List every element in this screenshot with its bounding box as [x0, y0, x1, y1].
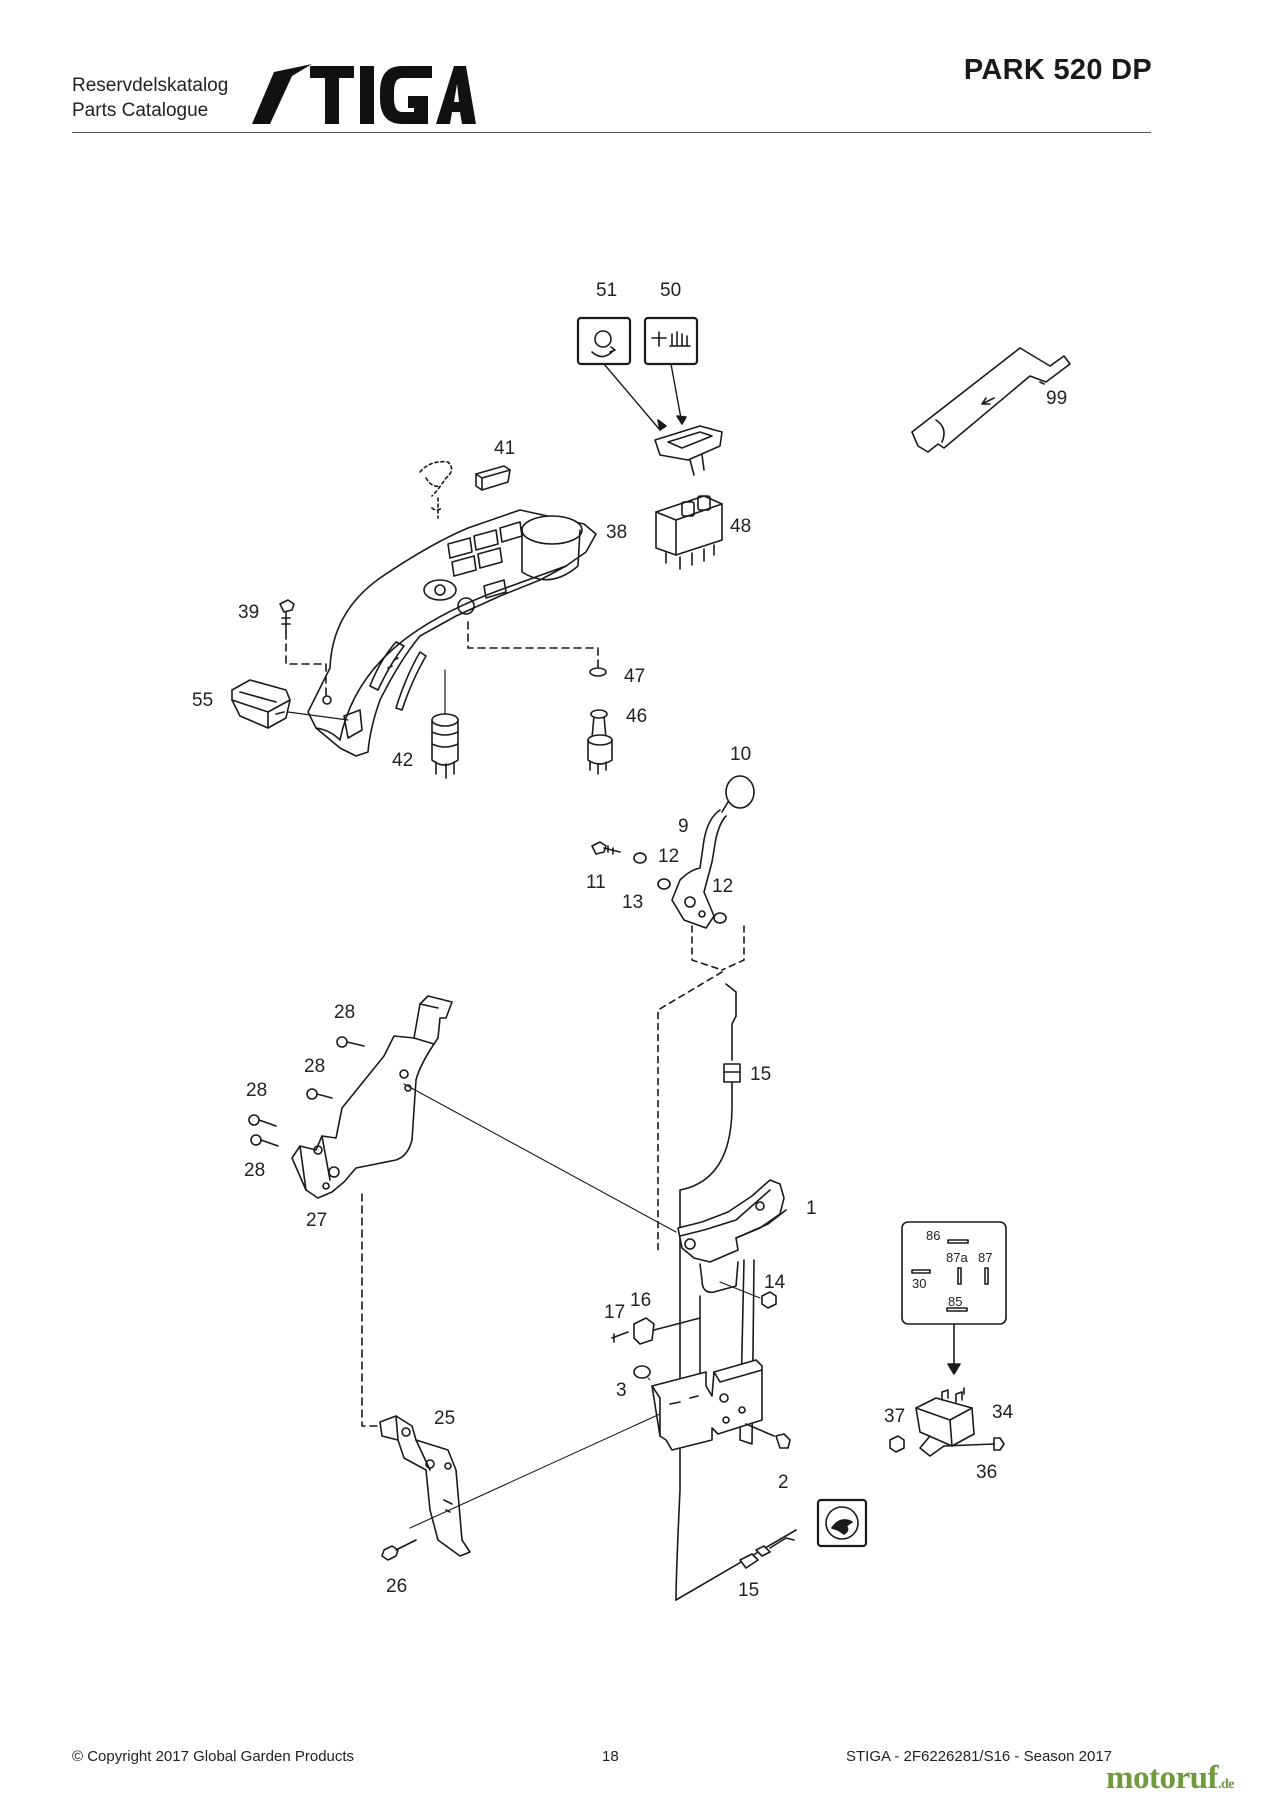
washer-13: [633, 852, 647, 864]
callout-28a: 28: [334, 1002, 355, 1023]
callout-12a: 12: [658, 846, 679, 867]
relay-terminal-30: 30: [912, 1276, 926, 1291]
footer-copyright: © Copyright 2017 Global Garden Products: [72, 1748, 355, 1765]
switch-46: [587, 709, 613, 775]
stiga-logo: [252, 64, 476, 124]
decal-50: [643, 316, 699, 366]
callout-41: 41: [494, 438, 515, 459]
callout-37: 37: [884, 1406, 905, 1427]
footer-page-number: 18: [602, 1748, 619, 1765]
callout-28c: 28: [246, 1080, 267, 1101]
cable-15-upper: [675, 1015, 741, 1601]
callout-26: 26: [386, 1576, 407, 1597]
nut-14: [719, 1281, 777, 1309]
screw-28-b: [306, 1088, 333, 1100]
clip-16: [633, 1317, 701, 1345]
screw-28-d: [250, 1134, 279, 1147]
callout-1: 1: [806, 1198, 817, 1219]
main-bracket-1: [651, 1179, 787, 1451]
callout-27: 27: [306, 1210, 327, 1231]
footer-document-reference: STIGA - 2F6226281/S16 - Season 2017: [846, 1748, 1113, 1765]
lever-9: [671, 809, 727, 929]
bracket-27: [291, 995, 453, 1199]
callout-28d: 28: [244, 1160, 265, 1181]
callout-99: 99: [1046, 388, 1067, 409]
callout-9: 9: [678, 816, 689, 837]
callout-50: 50: [660, 280, 681, 301]
callout-55: 55: [192, 690, 213, 711]
callout-34: 34: [992, 1402, 1014, 1423]
relay-terminal-diagram: [901, 1221, 1007, 1375]
bolt-2: [745, 1423, 791, 1449]
screw-39: [279, 599, 295, 633]
watermark-logo: motoruf.de: [1106, 1760, 1234, 1797]
callout-11: 11: [586, 872, 606, 893]
screw-28-a: [336, 1036, 365, 1048]
callout-17: 17: [604, 1302, 625, 1323]
nut-37: [889, 1435, 905, 1453]
screw-17: [611, 1331, 629, 1343]
dashboard-panel-38: [307, 509, 597, 757]
callout-51: 51: [596, 280, 617, 301]
bracket-25: [379, 1413, 661, 1557]
screw-36: [943, 1437, 1005, 1451]
relay-terminal-85: 85: [948, 1294, 962, 1309]
catalog-label-swedish: Reservdelskatalog: [72, 75, 229, 96]
rocker-switch-48: [654, 425, 723, 570]
switch-55: [231, 679, 349, 729]
callout-15-lower: 15: [738, 1580, 759, 1601]
relay-terminal-87a: 87a: [946, 1250, 968, 1265]
callout-16: 16: [630, 1290, 651, 1311]
callout-48: 48: [730, 516, 751, 537]
callout-39: 39: [238, 602, 259, 623]
panel-insert-41: [475, 465, 511, 491]
callout-25: 25: [434, 1408, 455, 1429]
relay-34: [915, 1387, 975, 1457]
callout-38: 38: [606, 522, 627, 543]
cable-tool-99: [911, 347, 1071, 453]
callout-3: 3: [616, 1380, 627, 1401]
screw-11: [591, 841, 621, 855]
decal-51: [576, 316, 632, 366]
washer-12a: [657, 878, 671, 890]
callout-15-upper: 15: [750, 1064, 771, 1085]
cable-15-lower: [675, 1529, 797, 1601]
relay-terminal-86: 86: [926, 1228, 940, 1243]
relay-terminal-labels: 86 87a 87 30 85: [912, 1228, 992, 1309]
callout-28b: 28: [304, 1056, 325, 1077]
callout-13: 13: [622, 892, 643, 913]
callout-14: 14: [764, 1272, 786, 1293]
screw-28-c: [248, 1114, 277, 1127]
bolt-26: [381, 1539, 417, 1561]
callout-46: 46: [626, 706, 647, 727]
relay-terminal-87: 87: [978, 1250, 992, 1265]
ghost-knob: [419, 460, 453, 519]
washer-12b: [713, 912, 727, 924]
ignition-switch-42: [431, 669, 459, 779]
callout-47: 47: [624, 666, 645, 687]
watermark-main: motoruf: [1106, 1760, 1218, 1796]
callout-2: 2: [778, 1472, 789, 1493]
washer-47: [589, 667, 607, 677]
callout-36: 36: [976, 1462, 997, 1483]
header-divider: [72, 132, 1151, 133]
catalog-label-english: Parts Catalogue: [72, 100, 209, 121]
callout-42: 42: [392, 750, 413, 771]
watermark-suffix: .de: [1218, 1777, 1235, 1792]
knob-10: [721, 775, 755, 813]
callout-10: 10: [730, 744, 751, 765]
model-title: PARK 520 DP: [963, 54, 1152, 86]
washer-3: [633, 1365, 651, 1379]
warning-decal: [816, 1498, 868, 1548]
callout-labels: 51 50 99 41 38 48 39 47 55 46 42 10 9 12…: [192, 280, 1067, 1601]
callout-12b: 12: [712, 876, 733, 897]
